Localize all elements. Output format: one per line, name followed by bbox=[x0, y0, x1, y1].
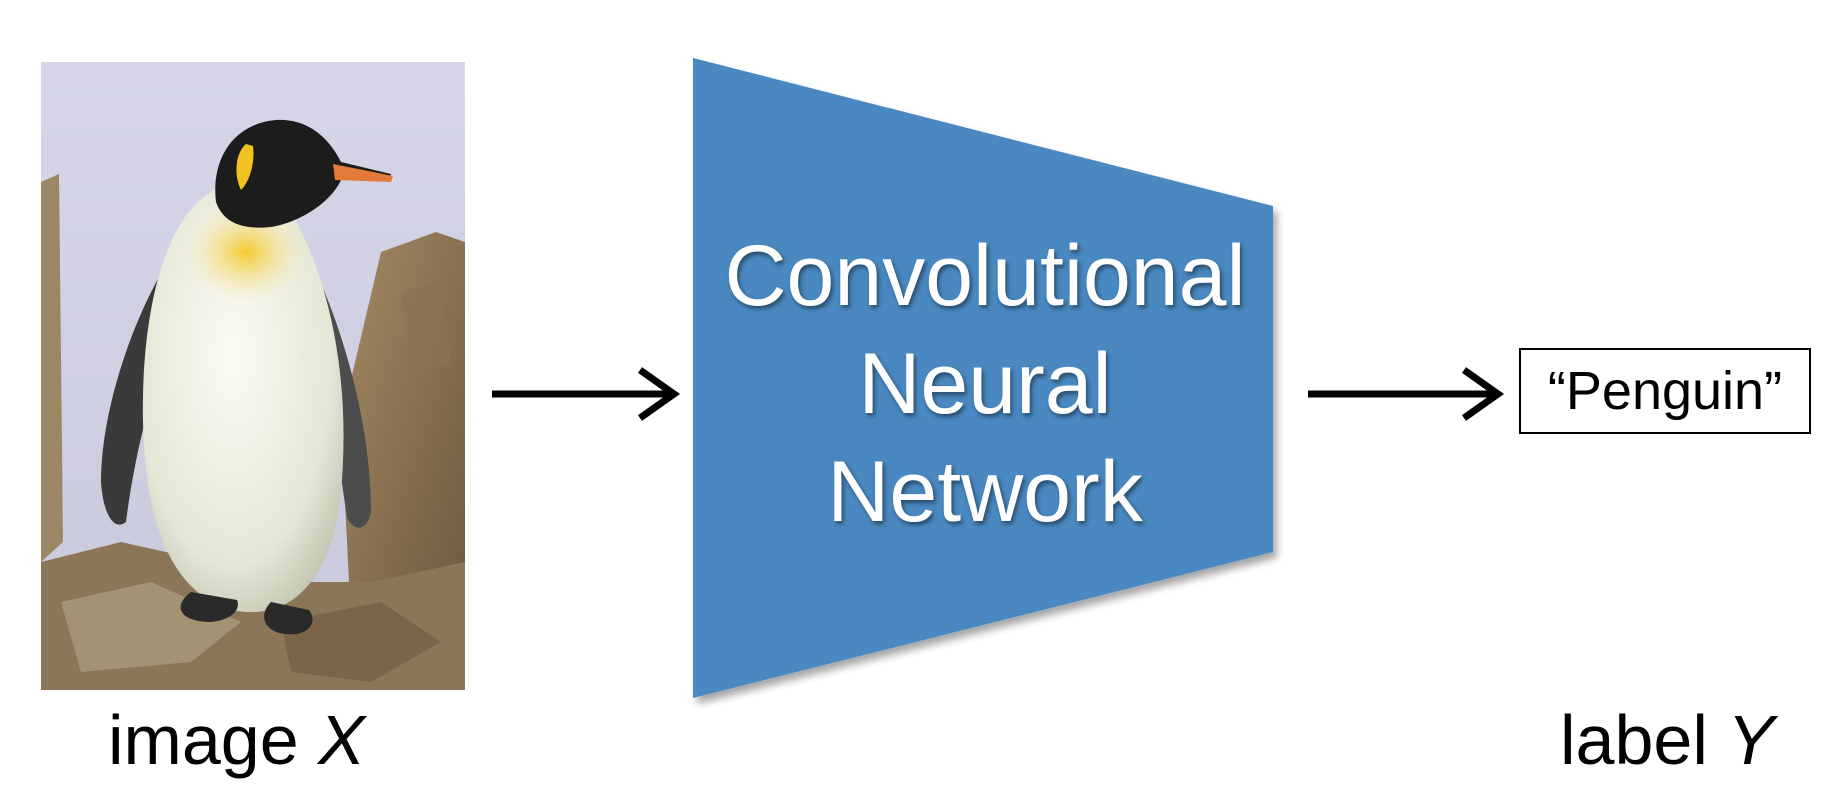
output-caption-text: label bbox=[1560, 701, 1708, 779]
cnn-label-line-2: Neural bbox=[858, 336, 1112, 432]
output-variable: Y bbox=[1727, 701, 1775, 779]
output-arrow bbox=[1308, 367, 1505, 421]
penguin-photo bbox=[41, 62, 465, 690]
input-variable: X bbox=[318, 701, 365, 779]
output-caption: label Y bbox=[1560, 700, 1774, 780]
input-caption: image X bbox=[108, 700, 365, 780]
input-caption-text: image bbox=[108, 701, 299, 779]
cnn-label-line-1: Convolutional bbox=[724, 228, 1246, 324]
cnn-label-line-3: Network bbox=[827, 444, 1143, 540]
input-arrow bbox=[492, 367, 681, 421]
output-label-text: “Penguin” bbox=[1547, 361, 1783, 421]
output-label-box: “Penguin” bbox=[1519, 348, 1811, 434]
cnn-block bbox=[693, 58, 1273, 698]
